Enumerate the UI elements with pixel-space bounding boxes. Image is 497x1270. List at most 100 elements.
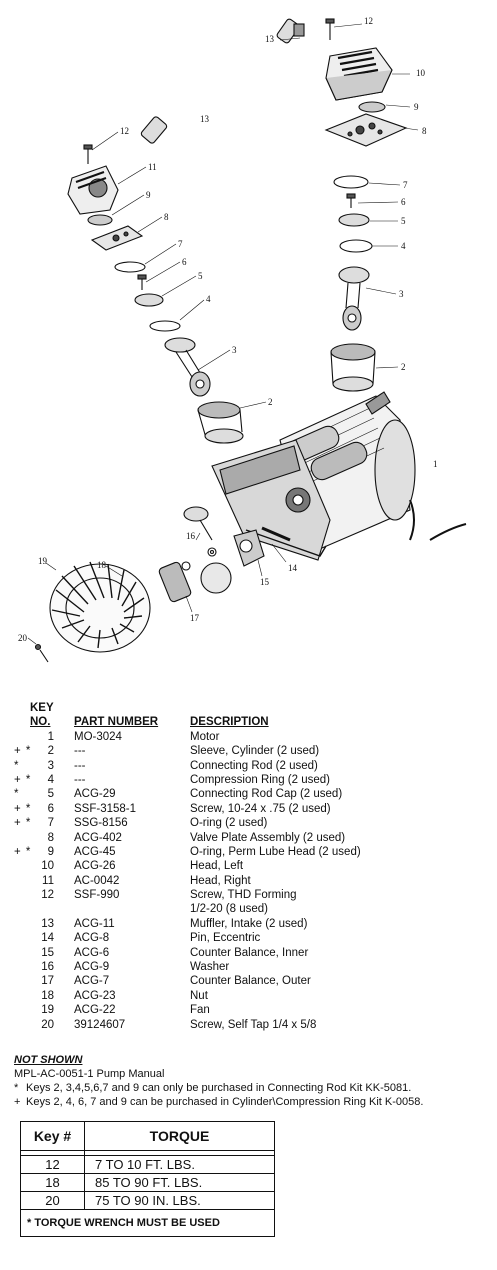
torque-header-row: Key # TORQUE: [20, 1121, 275, 1151]
part-screw-6-left: [137, 274, 147, 290]
callout-4-left: 4: [206, 294, 211, 304]
description: Motor: [190, 730, 220, 743]
callout-9-right: 9: [414, 102, 419, 112]
part-counter-balance-outer: [158, 561, 232, 603]
part-screw-self-tap: [34, 643, 49, 663]
description: Counter Balance, Inner: [190, 946, 309, 959]
part-screw-6-right: [346, 193, 356, 208]
torque-row: 12 7 TO 10 FT. LBS.: [20, 1155, 275, 1174]
key-number: 16: [41, 961, 54, 974]
description: Screw, Self Tap 1/4 x 5/8: [190, 1018, 317, 1031]
key-number: 1: [47, 730, 54, 743]
key-number: 6: [47, 802, 54, 815]
callout-6-left: 6: [182, 257, 187, 267]
part-screw-right: [325, 18, 335, 40]
part-number: ACG-29: [74, 788, 116, 801]
torque-header-torque: TORQUE: [84, 1121, 275, 1151]
part-valve-plate-right: [324, 113, 408, 147]
callout-2-right: 2: [401, 362, 406, 372]
note-connecting-rod-kit: * Keys 2, 3,4,5,6,7 and 9 can only be pu…: [14, 1081, 492, 1095]
key-number: 8: [47, 831, 54, 844]
description: Washer: [190, 961, 230, 974]
part-number: ACG-26: [74, 860, 116, 873]
part-number: ---: [74, 745, 86, 758]
callout-12-left: 12: [120, 126, 129, 136]
part-number: ---: [74, 773, 86, 786]
part-number: ACG-23: [74, 989, 116, 1002]
kit-marker: *: [14, 788, 20, 801]
callout-16: 16: [186, 531, 196, 541]
callout-8-left: 8: [164, 212, 169, 222]
part-fan: [49, 561, 151, 653]
description: Head, Right: [190, 874, 251, 887]
callout-1: 1: [433, 459, 438, 469]
description: O-ring, Perm Lube Head (2 used): [190, 845, 361, 858]
description: Head, Left: [190, 860, 244, 873]
callout-17: 17: [190, 613, 200, 623]
description: Sleeve, Cylinder (2 used): [190, 745, 320, 758]
description: Compression Ring (2 used): [190, 773, 330, 786]
key-number: 17: [41, 975, 54, 988]
part-connecting-rod-left: [164, 337, 211, 397]
kit-marker: + *: [14, 802, 32, 815]
part-valve-plate-left: [90, 225, 144, 251]
part-number: SSF-990: [74, 889, 120, 902]
kit-marker: + *: [14, 845, 32, 858]
parts-list-header-row2: NO. PART NUMBER DESCRIPTION: [10, 715, 490, 729]
callout-6-right: 6: [401, 197, 406, 207]
key-number: 18: [41, 989, 54, 1002]
description: O-ring (2 used): [190, 817, 268, 830]
part-sleeve-left: [197, 401, 244, 444]
key-number: 2: [47, 745, 54, 758]
part-number: MO-3024: [74, 730, 122, 743]
part-screw-left: [83, 144, 93, 164]
part-rod-cap-left: [134, 293, 164, 307]
description: Valve Plate Assembly (2 used): [190, 831, 346, 844]
key-number: 4: [47, 773, 54, 786]
part-number: ACG-22: [74, 1004, 116, 1017]
part-connecting-rod-right: [338, 266, 370, 331]
torque-footnote-row: * TORQUE WRENCH MUST BE USED: [20, 1209, 275, 1237]
part-number: AC-0042: [74, 874, 120, 887]
header-key-line1: KEY: [30, 702, 54, 714]
callout-19: 19: [38, 556, 48, 566]
callout-15: 15: [260, 577, 270, 587]
part-valve-16: [183, 506, 213, 541]
torque-key: 18: [20, 1173, 85, 1192]
description: Muffler, Intake (2 used): [190, 917, 308, 930]
part-number: ACG-6: [74, 946, 110, 959]
parts-row: 11 AC-0042 Head, Right: [10, 874, 490, 888]
callout-8-right: 8: [422, 126, 427, 136]
description: Connecting Rod (2 used): [190, 759, 318, 772]
description: Connecting Rod Cap (2 used): [190, 788, 343, 801]
callout-7-left: 7: [178, 239, 183, 249]
key-number: 9: [47, 845, 54, 858]
torque-key: 20: [20, 1191, 85, 1210]
key-number: 11: [42, 874, 54, 887]
key-number: 10: [41, 860, 54, 873]
callout-2-left: 2: [268, 397, 273, 407]
torque-header-key: Key #: [20, 1121, 85, 1151]
key-number: 5: [47, 788, 54, 801]
torque-row: 20 75 TO 90 IN. LBS.: [20, 1191, 275, 1210]
description: 1/2-20 (8 used): [190, 903, 268, 916]
callout-13-right: 13: [265, 34, 275, 44]
part-number: ACG-7: [74, 975, 110, 988]
key-number: 14: [41, 932, 54, 945]
key-number: 13: [41, 917, 54, 930]
part-oring-left: [114, 261, 146, 273]
part-ring-right: [339, 239, 373, 253]
callout-5-left: 5: [198, 271, 203, 281]
callout-5-right: 5: [401, 216, 406, 226]
part-number: ACG-8: [74, 932, 110, 945]
notes-section: NOT SHOWN MPL-AC-0051-1 Pump Manual * Ke…: [14, 1053, 492, 1109]
part-sleeve-right: [330, 343, 376, 392]
kit-marker: + *: [14, 773, 32, 786]
